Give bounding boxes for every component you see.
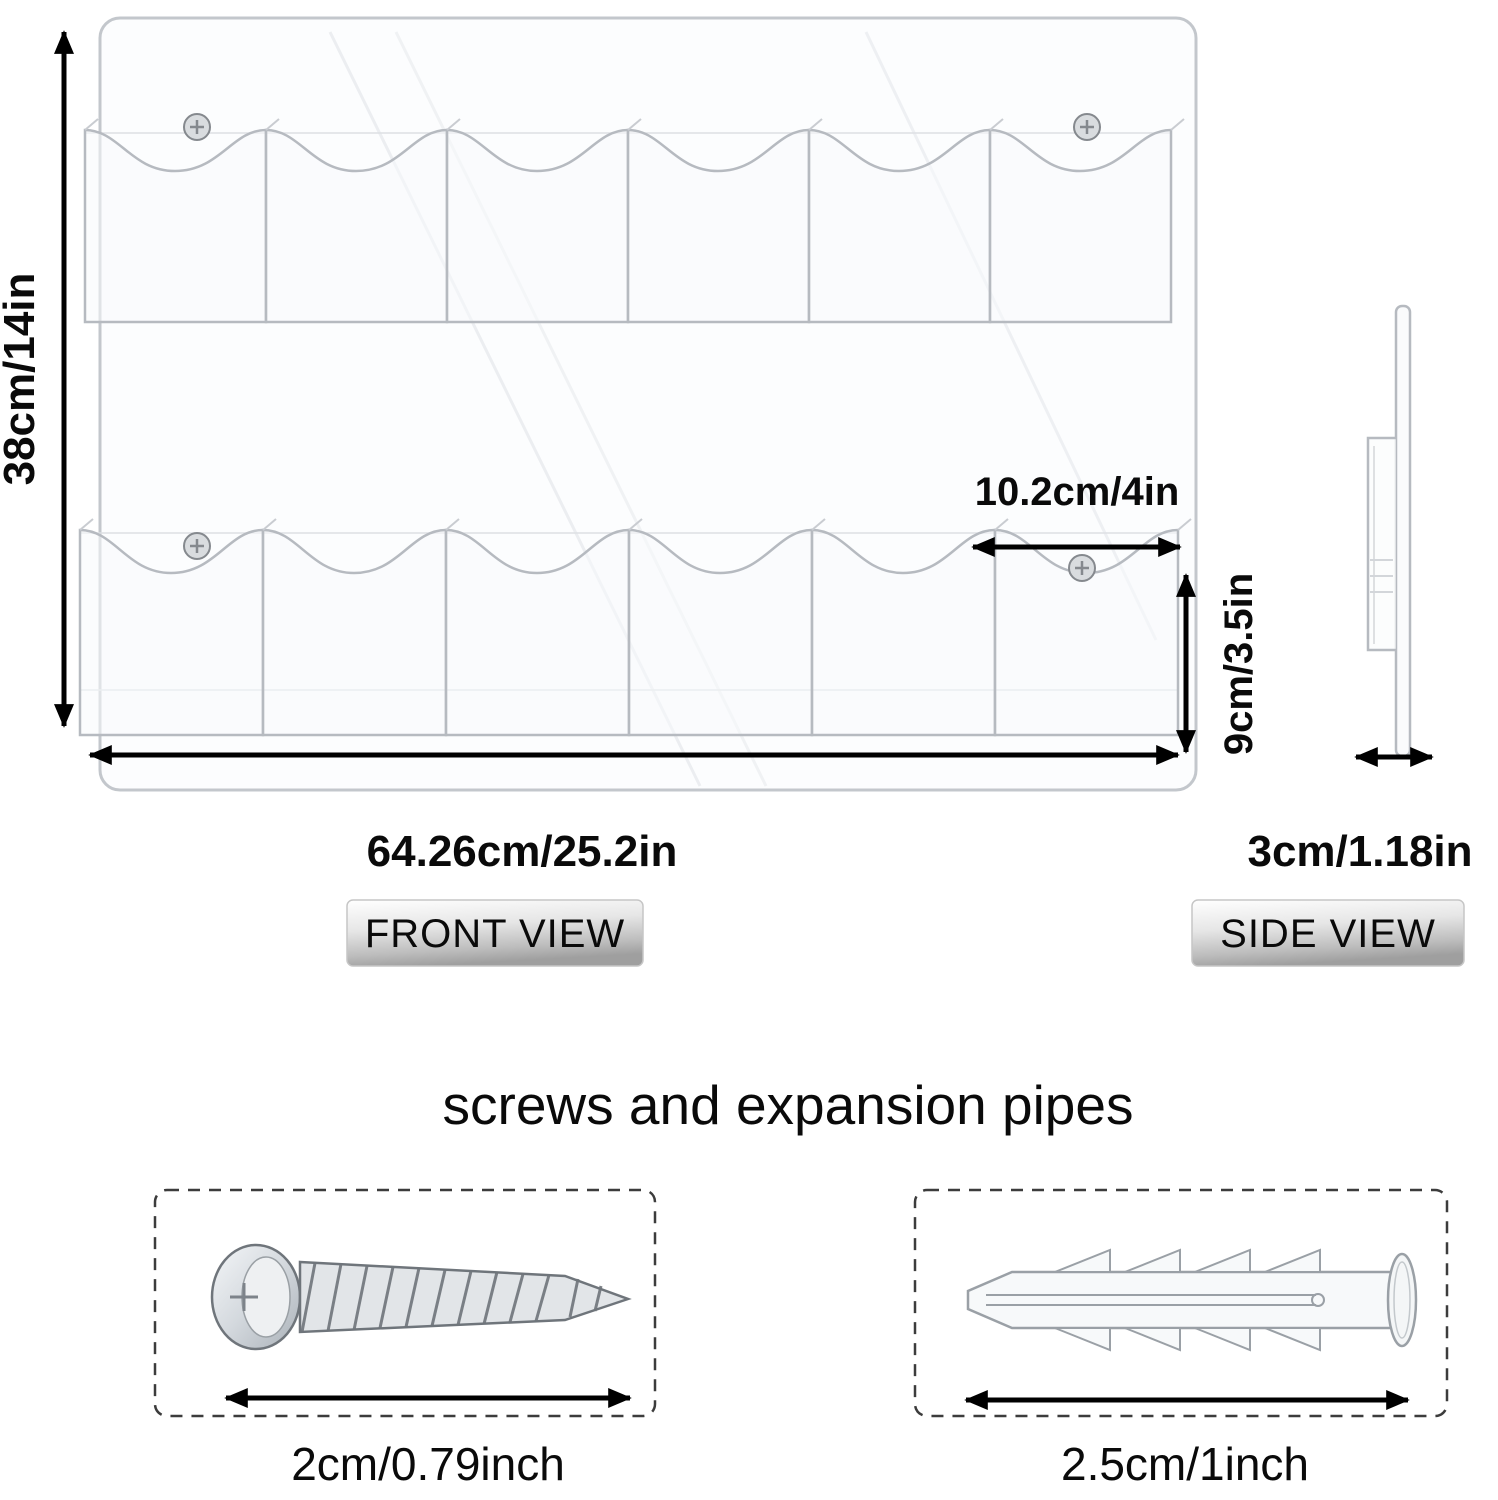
side-view-diagram: 3cm/1.18in — [1247, 304, 1473, 876]
dim-screw-label: 2cm/0.79inch — [291, 1438, 565, 1490]
dim-pocket-width-label: 10.2cm/4in — [975, 470, 1180, 514]
dim-depth-label: 3cm/1.18in — [1247, 827, 1472, 876]
pocket — [444, 528, 631, 737]
anchor-flange — [1386, 1252, 1418, 1348]
pocket — [807, 128, 992, 324]
pocket — [810, 528, 997, 737]
pocket — [988, 128, 1173, 324]
pocket — [83, 128, 268, 324]
pocket — [78, 528, 265, 737]
pocket-row-bottom-depth-ticks — [79, 518, 1192, 531]
anchor-box-border — [913, 1188, 1449, 1418]
front-view-badge: FRONT VIEW — [346, 899, 644, 967]
dim-pocket-height-label: 9cm/3.5in — [1217, 573, 1261, 755]
screw-icon — [1068, 554, 1096, 582]
pocket-row-bottom — [78, 528, 1180, 737]
side-pocket-profile — [1366, 436, 1396, 652]
pocket — [626, 128, 811, 324]
anchor-flange-inner — [1393, 1261, 1411, 1339]
anchor-illustration — [966, 1248, 1418, 1352]
screw-box — [153, 1188, 657, 1418]
side-panel — [1394, 304, 1412, 758]
anchor-barbs-top — [1054, 1248, 1321, 1273]
dim-anchor-label: 2.5cm/1inch — [1061, 1438, 1309, 1490]
pocket-row-top-depth-ticks — [84, 118, 1185, 131]
side-pocket-hatch — [1370, 559, 1393, 593]
screw-icon — [183, 532, 211, 560]
front-view-badge-bg — [346, 899, 644, 967]
mounting-screws — [183, 113, 1101, 582]
pocket — [261, 528, 448, 737]
pocket-row-top — [83, 128, 1173, 324]
dim-width-label: 64.26cm/25.2in — [367, 827, 678, 876]
side-view-badge: SIDE VIEW — [1191, 899, 1465, 967]
anchor-barbs-bottom — [1054, 1327, 1321, 1352]
pocket — [445, 128, 630, 324]
anchor-slot — [986, 1293, 1325, 1307]
front-view-diagram: 38cm/14in 64.26cm/25.2in 10.2cm/4in 9cm/… — [0, 16, 1261, 876]
anchor-box — [913, 1188, 1449, 1418]
screw-icon — [1073, 113, 1101, 141]
screw-illustration — [210, 1243, 632, 1351]
dim-height-label: 38cm/14in — [0, 273, 44, 486]
screw-box-border — [153, 1188, 657, 1418]
front-view-badge-label: FRONT VIEW — [365, 912, 625, 956]
side-view-badge-label: SIDE VIEW — [1220, 912, 1436, 956]
screw-icon — [183, 113, 211, 141]
pocket — [627, 528, 814, 737]
screw-threads — [300, 1262, 603, 1333]
side-view-badge-bg — [1191, 899, 1465, 967]
hardware-section-title: screws and expansion pipes — [443, 1074, 1134, 1136]
pocket — [264, 128, 449, 324]
